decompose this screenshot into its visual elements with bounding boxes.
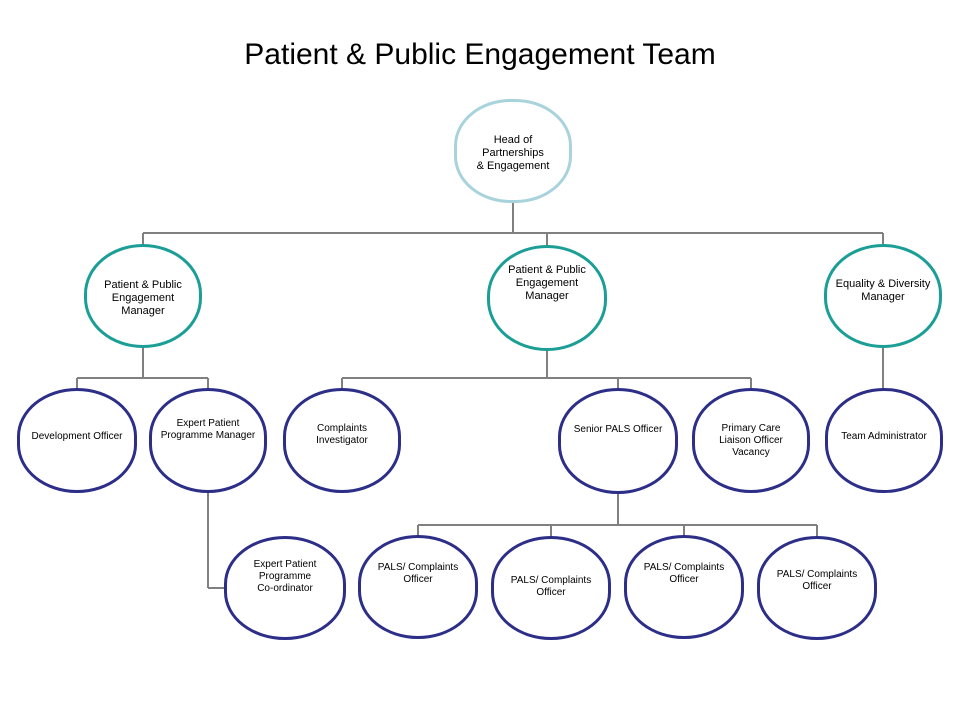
node-manager-left: Patient & Public Engagement Manager (84, 244, 202, 348)
node-pals-officer-4: PALS/ Complaints Officer (757, 536, 877, 640)
node-manager-center: Patient & Public Engagement Manager (487, 245, 607, 351)
node-complaints-investigator: Complaints Investigator (283, 388, 401, 493)
node-team-administrator: Team Administrator (825, 388, 943, 493)
node-head-of-partnerships: Head of Partnerships & Engagement (454, 99, 572, 203)
node-expert-patient-coordinator: Expert Patient Programme Co-ordinator (224, 536, 346, 640)
node-label: PALS/ Complaints Officer (510, 575, 592, 598)
node-label: Patient & Public Engagement Manager (104, 279, 182, 317)
node-label: Patient & Public Engagement Manager (508, 264, 586, 302)
node-label: Primary Care Liaison Officer Vacancy (719, 423, 783, 458)
node-expert-patient-manager: Expert Patient Programme Manager (149, 388, 267, 493)
node-pals-officer-2: PALS/ Complaints Officer (491, 536, 611, 640)
node-label: Team Administrator (841, 431, 927, 442)
page-title: Patient & Public Engagement Team (244, 38, 716, 71)
node-development-officer: Development Officer (17, 388, 137, 493)
node-pals-officer-3: PALS/ Complaints Officer (624, 535, 744, 639)
node-label: Development Officer (31, 431, 123, 442)
node-pals-officer-1: PALS/ Complaints Officer (358, 535, 478, 639)
node-label: Expert Patient Programme Co-ordinator (253, 559, 317, 594)
node-label: PALS/ Complaints Officer (377, 562, 459, 585)
node-label: Equality & Diversity Manager (835, 278, 931, 303)
node-label: PALS/ Complaints Officer (776, 569, 858, 592)
node-label: Head of Partnerships & Engagement (476, 134, 550, 172)
node-primary-care-liaison: Primary Care Liaison Officer Vacancy (692, 388, 810, 493)
node-label: Complaints Investigator (316, 423, 368, 446)
node-label: Senior PALS Officer (573, 424, 663, 435)
node-label: PALS/ Complaints Officer (643, 562, 725, 585)
node-senior-pals-officer: Senior PALS Officer (558, 388, 678, 494)
node-manager-right: Equality & Diversity Manager (824, 244, 942, 348)
node-label: Expert Patient Programme Manager (160, 418, 256, 441)
